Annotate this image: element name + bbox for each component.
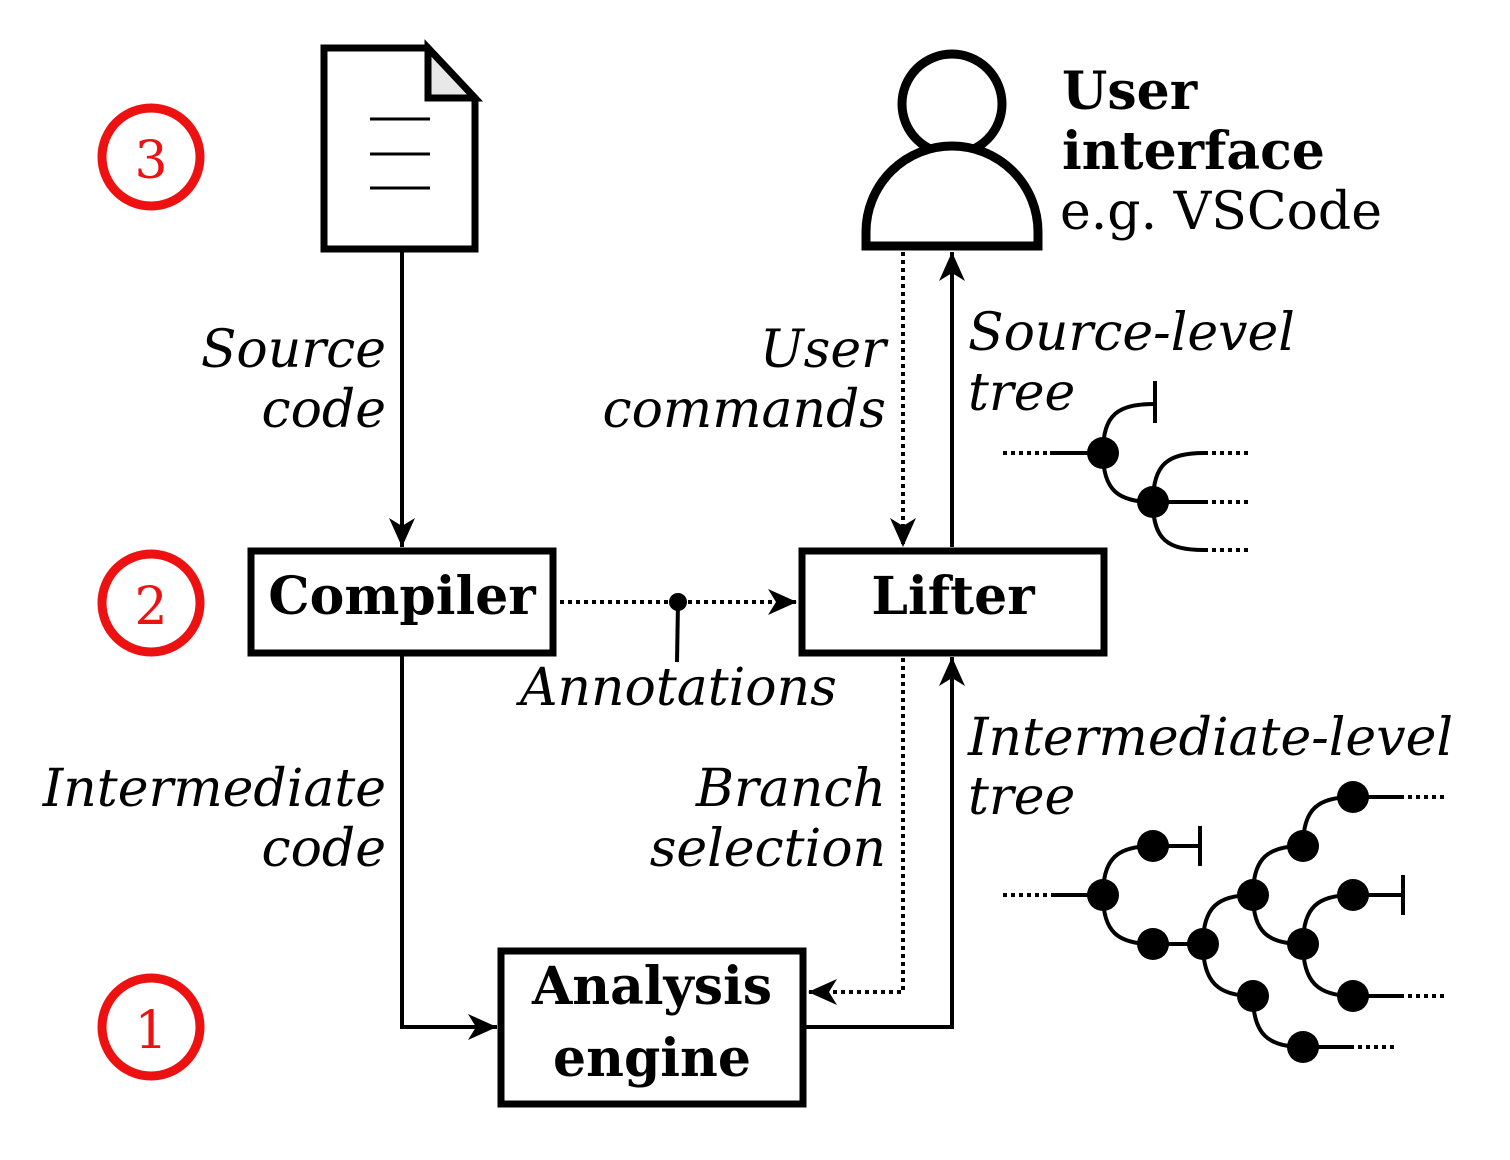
intermediate-level-tree-icon — [1003, 781, 1448, 1063]
step-1-marker: 1 — [97, 973, 205, 1081]
compiler-box: Compiler — [247, 547, 557, 657]
intermediate-level-tree-label-1: Intermediate-level — [967, 708, 1453, 768]
branch-selection-label-2: selection — [650, 819, 886, 879]
source-level-tree-label-1: Source-level — [968, 303, 1295, 363]
user-interface-title: User — [1062, 61, 1198, 122]
intermediate-code-label-1: Intermediate — [42, 759, 386, 819]
analysis-engine-label-1: Analysis — [531, 956, 772, 1017]
intermediate-level-tree-label-2: tree — [968, 767, 1075, 827]
source-code-label-1: Source — [201, 320, 386, 380]
analysis-engine-box: Analysis engine — [497, 947, 807, 1108]
source-level-tree-label-2: tree — [968, 363, 1075, 423]
source-level-tree-icon — [1003, 381, 1248, 552]
annotations-label: Annotations — [516, 658, 837, 718]
intermediate-code-arrow — [400, 656, 497, 1040]
document-icon — [320, 39, 484, 253]
step-3-label: 3 — [134, 131, 167, 191]
step-1-label: 1 — [134, 1001, 167, 1061]
lifter-box: Lifter — [798, 547, 1108, 657]
source-code-label-2: code — [262, 380, 387, 440]
user-commands-label-1: User — [760, 320, 889, 380]
user-icon — [861, 49, 1043, 251]
lifter-label: Lifter — [871, 566, 1035, 627]
analysis-engine-label-2: engine — [553, 1028, 751, 1089]
intermediate-code-label-2: code — [262, 819, 387, 879]
step-2-label: 2 — [134, 577, 167, 637]
user-interface-title-2: interface — [1062, 121, 1325, 182]
annotations-pin — [669, 593, 687, 663]
intermediate-level-tree-arrow — [806, 657, 965, 1029]
step-3-marker: 3 — [97, 103, 205, 211]
step-2-marker: 2 — [97, 549, 205, 657]
compiler-label: Compiler — [268, 566, 536, 627]
user-commands-label-2: commands — [602, 380, 886, 440]
branch-selection-label-1: Branch — [695, 759, 886, 819]
user-interface-example: e.g. VSCode — [1060, 182, 1382, 242]
